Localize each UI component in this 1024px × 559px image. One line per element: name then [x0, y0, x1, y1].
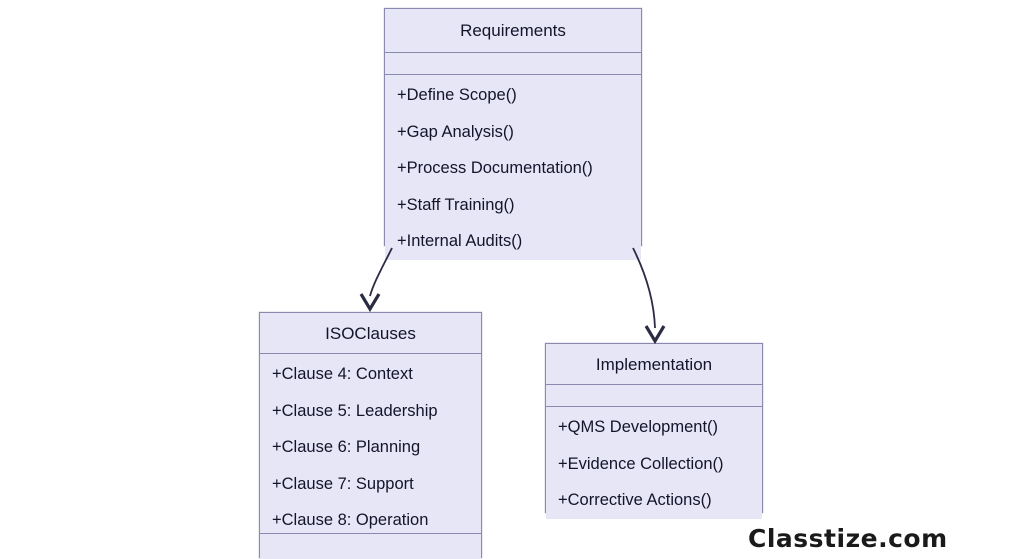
connector-arrowhead: [644, 325, 666, 345]
connector-arrowhead: [359, 293, 381, 313]
class-method: +Internal Audits(): [397, 232, 523, 250]
connector-line: [632, 247, 656, 329]
class-method: +QMS Development(): [558, 418, 719, 436]
class-methods-compartment-implementation: +QMS Development() +Evidence Collection()…: [546, 407, 762, 519]
class-method: +Clause 4: Context: [272, 365, 413, 383]
class-attributes-compartment-requirements: [385, 53, 641, 75]
class-title-requirements: Requirements: [385, 9, 641, 53]
uml-class-requirements[interactable]: Requirements +Define Scope() +Gap Analysi…: [384, 8, 642, 260]
class-method: +Staff Training(): [397, 195, 515, 214]
class-attributes-compartment-implementation: [546, 385, 762, 407]
uml-class-implementation[interactable]: Implementation +QMS Development() +Eviden…: [545, 343, 763, 519]
class-methods-compartment-isoclauses: +Clause 4: Context +Clause 5: Leadership +…: [260, 354, 481, 539]
class-tail-compartment-isoclauses: [260, 533, 481, 559]
class-method: +Evidence Collection(): [558, 454, 724, 473]
class-method: +Define Scope(): [397, 86, 517, 104]
class-method: +Clause 7: Support: [272, 474, 414, 493]
class-method: +Corrective Actions(): [558, 491, 712, 509]
class-method: +Clause 6: Planning: [272, 438, 421, 456]
class-title-implementation: Implementation: [546, 344, 762, 385]
class-method: +Clause 8: Operation: [272, 511, 429, 529]
class-method: +Gap Analysis(): [397, 122, 514, 141]
site-watermark: Classtize.com: [748, 524, 948, 553]
class-method: +Clause 5: Leadership: [272, 401, 438, 420]
class-method: +Process Documentation(): [397, 159, 593, 177]
class-methods-compartment-requirements: +Define Scope() +Gap Analysis() +Process D…: [385, 75, 641, 260]
class-title-isoclauses: ISOClauses: [260, 313, 481, 354]
uml-class-isoclauses[interactable]: ISOClauses +Clause 4: Context +Clause 5: …: [259, 312, 482, 559]
